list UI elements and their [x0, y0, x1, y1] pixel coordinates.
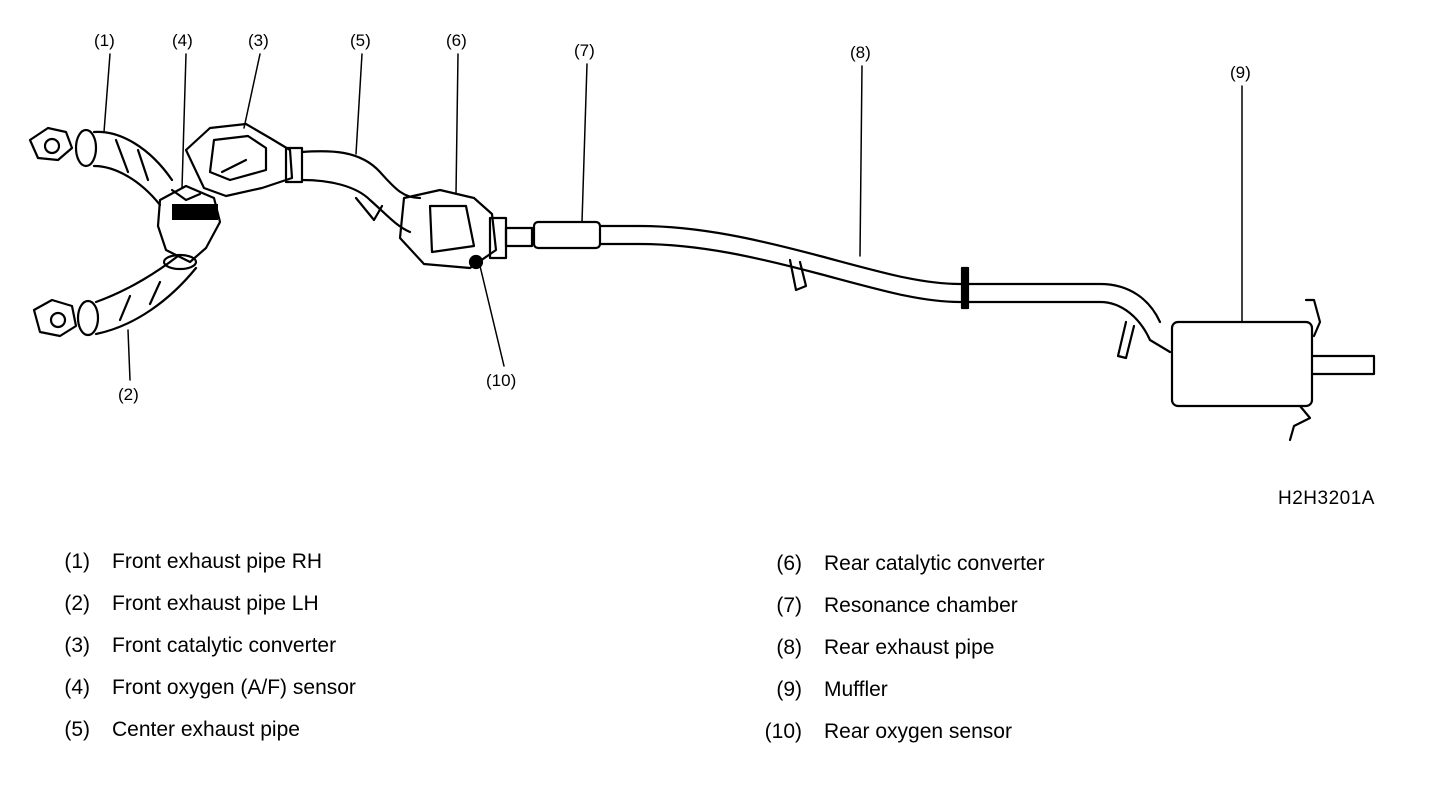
front-exhaust-pipe-rh: [28, 126, 174, 207]
front-y-junction: [156, 184, 222, 271]
legend-label: Center exhaust pipe: [112, 718, 300, 741]
resonance-chamber: [532, 220, 642, 250]
callout-9: (9): [1230, 63, 1251, 82]
legend-number: (1): [64, 550, 90, 573]
legend-label: Rear oxygen sensor: [824, 720, 1012, 743]
legend-label: Front catalytic converter: [112, 634, 337, 657]
legend-label: Front oxygen (A/F) sensor: [112, 676, 356, 699]
callout-7: (7): [574, 41, 595, 60]
front-exhaust-pipe-lh: [32, 254, 198, 338]
callout-2: (2): [118, 385, 139, 404]
callout-1: (1): [94, 31, 115, 50]
legend-number: (5): [64, 718, 90, 741]
legend-number: (6): [776, 552, 802, 575]
legend-label: Rear exhaust pipe: [824, 636, 995, 659]
callout-8: (8): [850, 43, 871, 62]
legend-number: (4): [64, 676, 90, 699]
legend-number: (10): [764, 720, 802, 743]
legend-number: (3): [64, 634, 90, 657]
center-exhaust-pipe: [300, 150, 422, 234]
rear-catalytic-converter: [398, 188, 534, 270]
callout-5: (5): [350, 31, 371, 50]
legend-label: Front exhaust pipe LH: [112, 592, 319, 615]
figure-id: H2H3201A: [1278, 488, 1375, 509]
legend-label: Front exhaust pipe RH: [112, 550, 323, 573]
legend-label: Rear catalytic converter: [824, 552, 1045, 575]
leader-lines: [103, 53, 1243, 381]
legend-number: (7): [776, 594, 802, 617]
callout-10: (10): [486, 371, 516, 390]
callout-6: (6): [446, 31, 467, 50]
rear-exhaust-pipe: [638, 224, 1172, 360]
legend-label: Muffler: [824, 678, 888, 701]
callout-4: (4): [172, 31, 193, 50]
legend-number: (9): [776, 678, 802, 701]
legend-number: (2): [64, 592, 90, 615]
muffler: [1170, 298, 1376, 442]
legend-number: (8): [776, 636, 802, 659]
callout-3: (3): [248, 31, 269, 50]
front-catalytic-converter: [184, 122, 304, 198]
legend-label: Resonance chamber: [824, 594, 1018, 617]
